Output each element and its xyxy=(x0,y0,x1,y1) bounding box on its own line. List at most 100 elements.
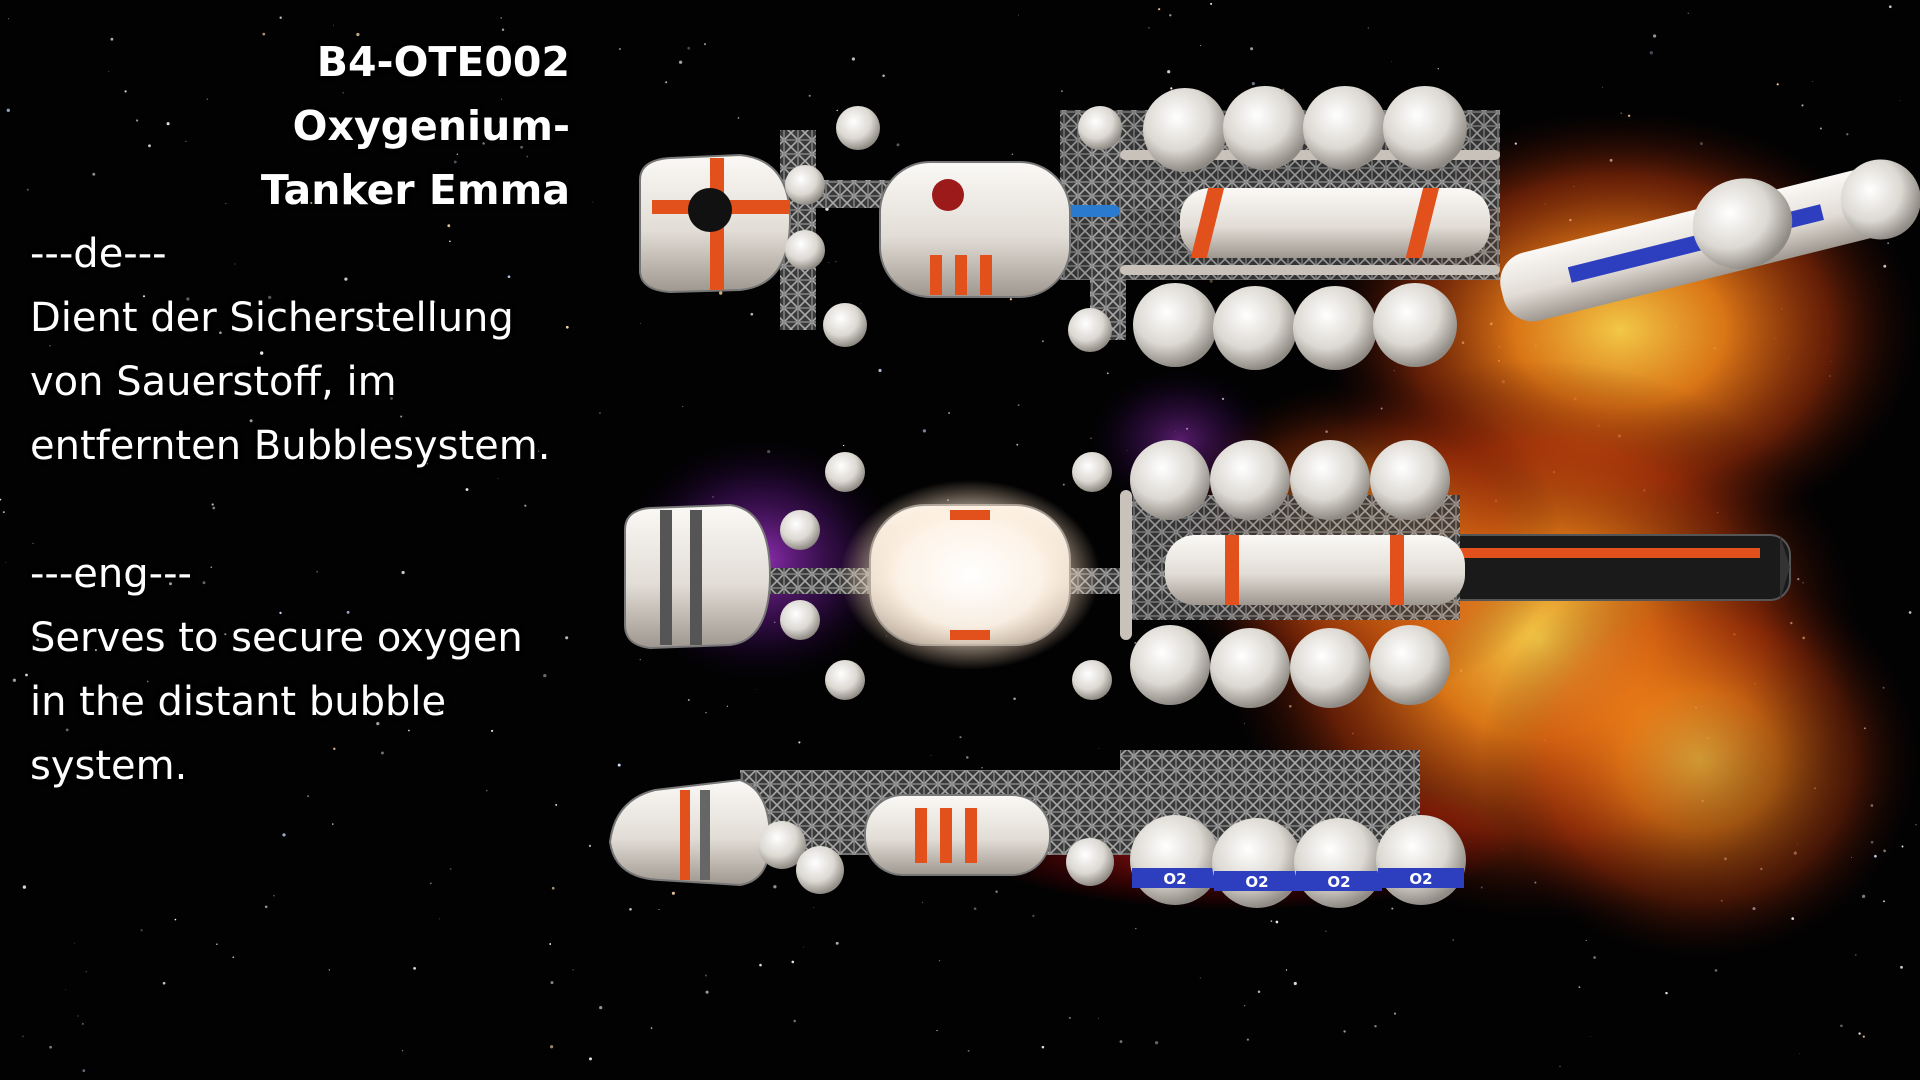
star xyxy=(426,463,428,465)
star xyxy=(922,429,927,433)
star xyxy=(565,325,569,329)
star xyxy=(438,709,441,712)
star xyxy=(22,1035,24,1037)
german-text-line1: Dient der Sicherstellung xyxy=(30,295,514,341)
star xyxy=(1068,1016,1071,1019)
star xyxy=(813,906,815,908)
star xyxy=(1846,133,1849,136)
star xyxy=(65,728,69,732)
star xyxy=(1437,68,1439,70)
star xyxy=(1293,981,1297,986)
star xyxy=(456,153,459,156)
star xyxy=(921,901,923,903)
star xyxy=(140,929,143,932)
star xyxy=(1714,969,1718,972)
star xyxy=(174,918,177,921)
star xyxy=(380,751,384,755)
star xyxy=(5,561,6,563)
star xyxy=(526,155,529,158)
star xyxy=(959,736,962,739)
star xyxy=(438,918,440,920)
star xyxy=(1391,61,1392,63)
star xyxy=(413,967,416,970)
star xyxy=(1200,45,1202,47)
star xyxy=(966,756,969,759)
star xyxy=(705,712,707,714)
star xyxy=(1134,641,1137,644)
star xyxy=(6,108,10,112)
star xyxy=(232,956,235,959)
ship-description-caption: B4-OTE002 Oxygenium- Tanker Emma ---de--… xyxy=(30,30,570,798)
star xyxy=(665,81,668,84)
star xyxy=(22,885,27,889)
o2-tank-label: O2 xyxy=(1409,870,1432,888)
star xyxy=(851,57,855,61)
star xyxy=(524,504,527,507)
star xyxy=(705,990,709,994)
o2-tank: O2 xyxy=(1294,818,1384,908)
star xyxy=(671,891,675,895)
star xyxy=(1801,104,1804,107)
star xyxy=(211,503,214,506)
star xyxy=(344,277,348,281)
star xyxy=(658,908,660,911)
star xyxy=(61,577,63,578)
german-marker: ---de--- xyxy=(30,231,167,277)
star xyxy=(825,207,829,211)
star xyxy=(678,60,683,64)
star xyxy=(1041,1045,1045,1049)
star xyxy=(1013,697,1016,701)
star xyxy=(375,375,379,379)
star xyxy=(92,172,96,176)
star xyxy=(1167,70,1171,74)
star xyxy=(376,324,380,328)
star xyxy=(1602,86,1604,88)
ship-title-line1: B4-OTE002 Oxygenium- xyxy=(292,38,570,150)
o2-tank: O2 xyxy=(1376,815,1466,905)
star xyxy=(356,32,360,37)
star xyxy=(1908,611,1912,614)
star xyxy=(1776,83,1779,86)
star xyxy=(639,323,641,325)
star xyxy=(1649,51,1653,55)
star xyxy=(704,974,708,977)
star xyxy=(565,636,569,640)
star xyxy=(1285,969,1288,971)
star xyxy=(896,143,900,147)
star xyxy=(146,680,149,683)
star xyxy=(400,415,403,418)
star xyxy=(842,444,845,447)
star xyxy=(402,1050,404,1052)
star xyxy=(798,741,801,744)
star xyxy=(500,98,502,100)
cargo-spheres-side-upper xyxy=(1130,440,1450,520)
star xyxy=(520,145,523,149)
star xyxy=(759,963,762,967)
star xyxy=(981,767,983,769)
star xyxy=(737,117,740,119)
star xyxy=(808,94,811,97)
star xyxy=(268,295,272,300)
star xyxy=(332,823,334,825)
star xyxy=(1900,965,1903,969)
star xyxy=(401,570,405,575)
star xyxy=(449,240,451,243)
star xyxy=(36,638,40,642)
star xyxy=(142,295,146,298)
star xyxy=(973,907,977,911)
star xyxy=(543,673,547,678)
star xyxy=(650,1027,653,1029)
star xyxy=(1119,1040,1123,1044)
star xyxy=(836,109,838,112)
star xyxy=(1593,956,1596,959)
star xyxy=(1270,920,1273,922)
star xyxy=(936,1030,938,1032)
star xyxy=(491,729,494,732)
star xyxy=(551,886,555,890)
star xyxy=(185,140,187,142)
star xyxy=(1098,748,1100,749)
star xyxy=(339,124,342,127)
star xyxy=(1098,1017,1099,1019)
german-text-line3: entfernten Bubblesystem. xyxy=(30,423,551,469)
star xyxy=(307,795,310,798)
